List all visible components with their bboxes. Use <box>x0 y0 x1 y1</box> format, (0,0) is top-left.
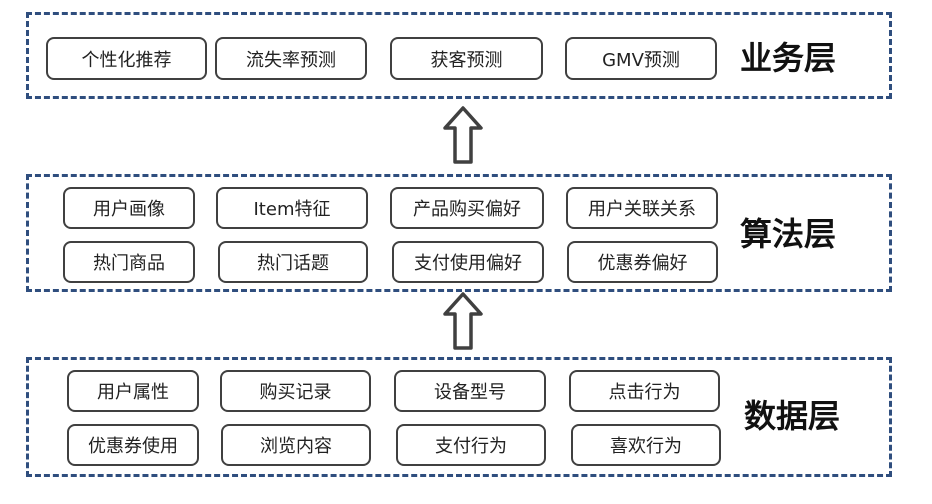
business-layer-title: 业务层 <box>740 39 837 77</box>
data-layer-title: 数据层 <box>744 397 841 435</box>
up-arrow-icon <box>443 292 483 350</box>
algorithm-item-user-profile: 用户画像 <box>63 187 195 229</box>
business-item-personalized-recommendation: 个性化推荐 <box>46 37 207 80</box>
business-item-acquisition-prediction: 获客预测 <box>390 37 543 80</box>
data-item-like-behavior: 喜欢行为 <box>571 424 721 466</box>
data-item-coupon-usage: 优惠券使用 <box>67 424 199 466</box>
data-item-payment-behavior: 支付行为 <box>396 424 546 466</box>
algorithm-item-item-features: Item特征 <box>216 187 368 229</box>
algorithm-layer-frame <box>26 174 892 292</box>
business-item-churn-prediction: 流失率预测 <box>215 37 367 80</box>
data-item-device-model: 设备型号 <box>394 370 546 412</box>
data-item-click-behavior: 点击行为 <box>569 370 720 412</box>
algorithm-layer-title: 算法层 <box>740 215 837 253</box>
algorithm-item-payment-preference: 支付使用偏好 <box>392 241 544 283</box>
data-item-user-attributes: 用户属性 <box>67 370 199 412</box>
data-item-purchase-records: 购买记录 <box>220 370 371 412</box>
algorithm-item-hot-topics: 热门话题 <box>218 241 368 283</box>
algorithm-item-hot-products: 热门商品 <box>63 241 195 283</box>
up-arrow-icon <box>443 106 483 164</box>
data-item-browsing-content: 浏览内容 <box>221 424 371 466</box>
algorithm-item-purchase-preference: 产品购买偏好 <box>390 187 544 229</box>
data-layer-frame <box>26 357 892 477</box>
business-item-gmv-prediction: GMV预测 <box>565 37 717 80</box>
algorithm-item-coupon-preference: 优惠券偏好 <box>567 241 718 283</box>
algorithm-item-user-relations: 用户关联关系 <box>566 187 718 229</box>
business-layer-frame <box>26 12 892 99</box>
